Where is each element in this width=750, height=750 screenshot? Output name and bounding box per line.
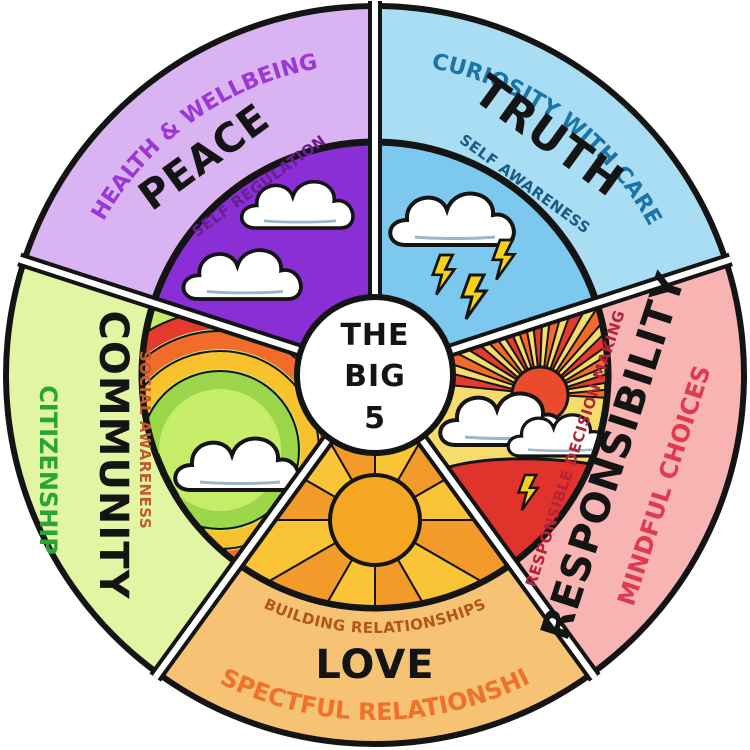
center-line2: BIG (344, 359, 406, 394)
love-outer-band (159, 565, 591, 741)
separator (152, 437, 331, 680)
responsibility-cloud-icon (506, 413, 605, 458)
peace-illustration (181, 180, 355, 301)
sun-icon (328, 473, 422, 567)
community-title: COMMUNITY (90, 310, 136, 599)
lightning-icon (459, 273, 489, 320)
center-line1: THE (340, 318, 409, 353)
rainbow-band (145, 351, 319, 549)
segment-community: COMMUNITY SOCIAL AWARENESS CITIZENSHIP (34, 310, 154, 599)
center-line3: 5 (364, 401, 386, 436)
community-cloud-icon (173, 436, 301, 492)
love-title: LOVE (315, 642, 434, 688)
lightning-icon (516, 473, 541, 511)
responsibility-outer-band (513, 261, 741, 672)
separator (450, 256, 732, 354)
truth-outer-band (375, 9, 724, 303)
peace-cloud-icon (239, 180, 355, 230)
center-circle (294, 294, 456, 456)
center-hub: THE BIG 5 (294, 294, 456, 456)
truth-cloud-icon (388, 191, 516, 247)
community-outer-band (9, 261, 237, 672)
peace-outer-band (26, 8, 375, 303)
lightning-icon (430, 253, 458, 296)
community-theme: CITIZENSHIP (34, 385, 62, 555)
lightning-icon (490, 238, 518, 281)
truth-illustration (388, 191, 518, 320)
community-skill: SOCIAL AWARENESS (136, 351, 154, 529)
separator (419, 437, 598, 680)
peace-cloud-icon (181, 248, 303, 301)
separator (18, 256, 300, 354)
